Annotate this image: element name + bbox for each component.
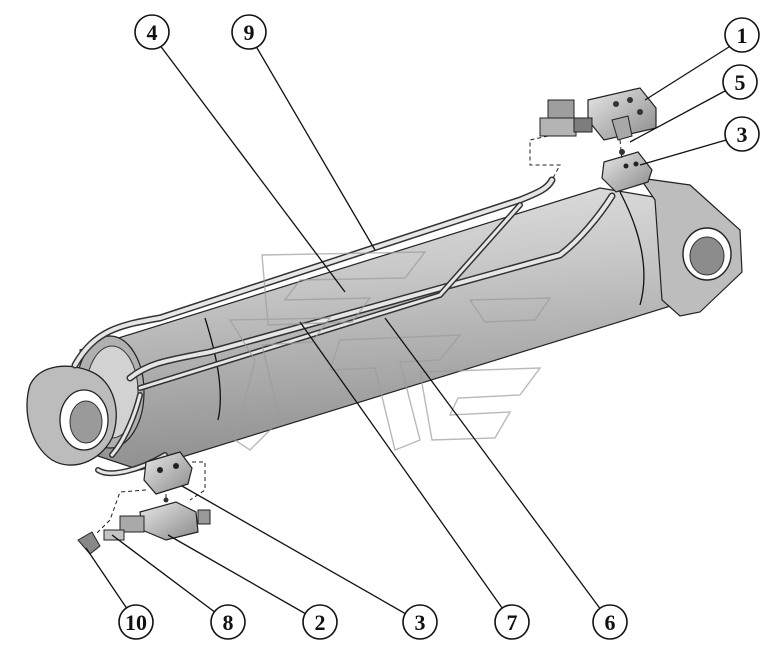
svg-text:5: 5 [735, 70, 746, 95]
callout-6: 6 [592, 604, 628, 640]
svg-text:8: 8 [223, 610, 234, 635]
rear-eye-mount [638, 177, 743, 317]
watermark-logo [228, 251, 552, 451]
callout-5: 5 [722, 64, 758, 100]
svg-text:9: 9 [244, 20, 255, 45]
svg-text:7: 7 [507, 610, 518, 635]
svg-text:3: 3 [415, 610, 426, 635]
callout-3-top: 3 [724, 116, 760, 152]
callout-7: 7 [494, 604, 530, 640]
callout-3-bottom: 3 [402, 604, 438, 640]
svg-text:10: 10 [125, 610, 147, 635]
callout-2: 2 [302, 604, 338, 640]
callout-4: 4 [134, 14, 170, 50]
callout-8: 8 [210, 604, 246, 640]
svg-text:4: 4 [147, 20, 158, 45]
top-valve-assembly [539, 87, 657, 193]
bottom-valve-assembly [77, 451, 211, 555]
callout-9: 9 [231, 14, 267, 50]
svg-text:2: 2 [315, 610, 326, 635]
rod-eye [26, 365, 117, 466]
leader-lines [85, 35, 741, 623]
svg-text:3: 3 [737, 122, 748, 147]
hydraulic-tubes [71, 176, 616, 477]
svg-text:1: 1 [737, 23, 748, 48]
svg-text:6: 6 [605, 610, 616, 635]
callout-10: 10 [118, 604, 154, 640]
cylinder-barrel [79, 187, 691, 471]
callout-1: 1 [724, 17, 760, 53]
